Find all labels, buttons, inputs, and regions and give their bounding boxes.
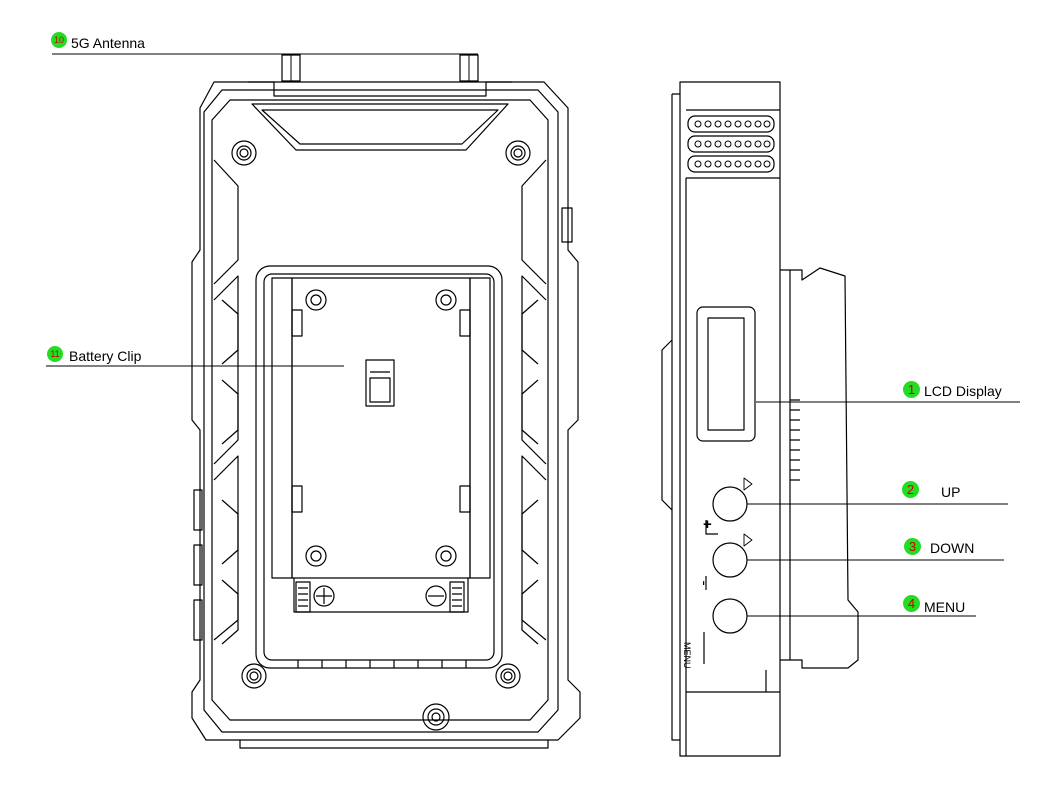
minus-sign: - — [695, 580, 713, 586]
screw — [241, 663, 267, 689]
menu-button[interactable] — [712, 598, 748, 634]
callout-badge-1: 1 — [903, 381, 920, 398]
leader-lines — [46, 53, 1020, 617]
side-body — [679, 81, 781, 757]
callout-badge-11: 11 — [47, 346, 63, 362]
screw — [495, 663, 521, 689]
side-view — [661, 81, 859, 757]
rear-body — [191, 81, 581, 741]
screw — [231, 140, 257, 166]
battery-clip-drawing — [255, 265, 503, 669]
label-battery-clip: Battery Clip — [69, 348, 142, 364]
screw — [422, 703, 450, 731]
callout-badge-3: 3 — [904, 538, 921, 555]
label-lcd-display: LCD Display — [924, 383, 1002, 399]
lcd-display — [696, 306, 756, 442]
down-button[interactable] — [712, 542, 748, 578]
label-menu: MENU — [924, 599, 966, 615]
label-down: DOWN — [930, 540, 975, 556]
callout-badge-10: 10 — [51, 32, 67, 48]
rear-view — [191, 54, 581, 749]
menu-button-label: MENU — [682, 642, 692, 669]
screw — [505, 140, 531, 166]
up-button[interactable] — [712, 486, 748, 522]
plus-sign: + — [703, 516, 712, 533]
label-up: UP — [941, 484, 961, 500]
callout-badge-2: 2 — [902, 481, 919, 498]
label-5g-antenna: 5G Antenna — [71, 35, 145, 51]
callout-badge-4: 4 — [903, 595, 920, 612]
